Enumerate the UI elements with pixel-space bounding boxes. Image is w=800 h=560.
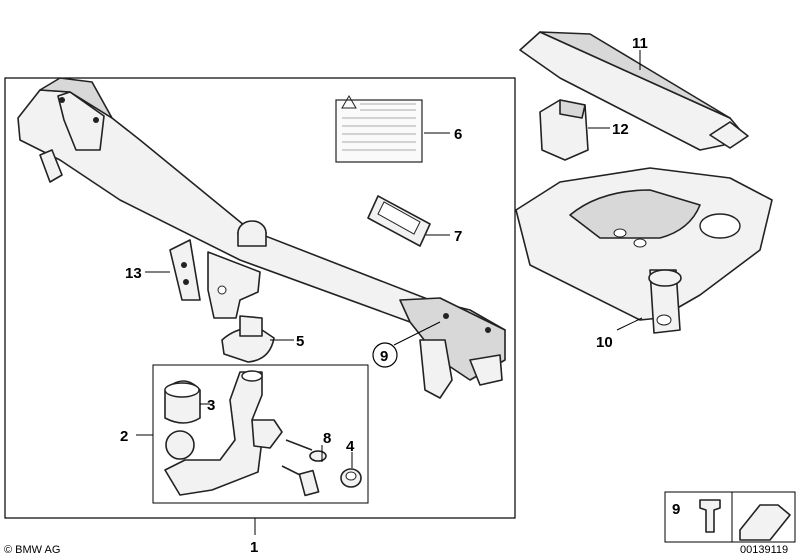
cover-cap-3 (164, 380, 201, 424)
callout-12: 12 (612, 121, 629, 138)
callout-10: 10 (596, 334, 613, 351)
inset-box-9: 9 (664, 491, 796, 543)
ball-head-kit-frame (152, 364, 369, 504)
callout-8: 8 (323, 430, 331, 447)
callout-9: 9 (380, 348, 388, 365)
assembly-frame-1 (4, 77, 516, 519)
callout-5: 5 (296, 333, 304, 350)
leader-lines (136, 50, 643, 535)
image-number: 00139119 (740, 544, 788, 556)
inset-label-9: 9 (672, 501, 680, 518)
bolt-icon (699, 499, 721, 533)
callout-13: 13 (125, 265, 142, 282)
tow-bar-beam (17, 77, 506, 399)
key-8 (281, 439, 327, 497)
bracket-13 (169, 239, 261, 319)
callout-4: 4 (346, 438, 355, 455)
callout-9-circle (372, 342, 398, 368)
copyright-brand: © BMW AG (4, 544, 60, 556)
callout-11: 11 (632, 35, 648, 52)
pad-12 (539, 99, 589, 161)
callout-6: 6 (454, 126, 462, 143)
ball-neck-2 (164, 370, 283, 496)
callout-7: 7 (454, 228, 462, 245)
callout-1: 1 (250, 539, 258, 556)
rail-11 (519, 31, 749, 151)
warning-label-6 (335, 95, 423, 163)
grommet-4 (340, 468, 362, 488)
callout-2: 2 (120, 428, 128, 445)
foam-tray-10 (515, 167, 773, 334)
cover-plate-7 (367, 195, 431, 247)
mounting-direction-icon (739, 504, 791, 541)
socket-5 (221, 315, 275, 363)
callout-3: 3 (207, 397, 215, 414)
